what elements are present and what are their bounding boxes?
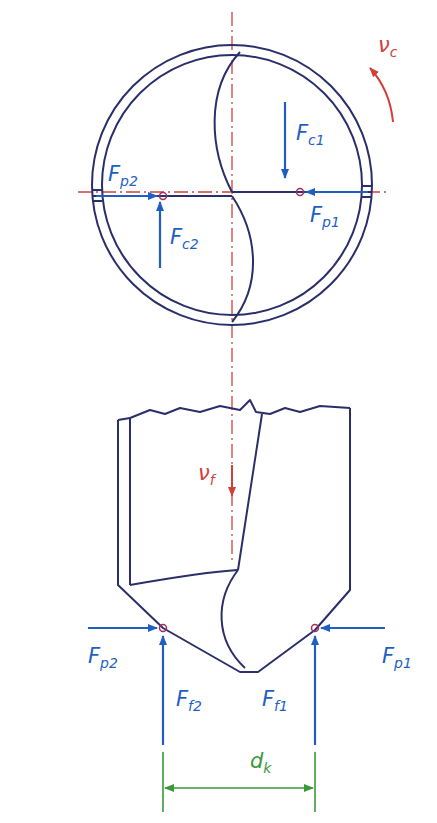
force-label: Fc1: [296, 122, 325, 148]
force-label: Fp1: [310, 204, 340, 230]
force-label: Ff1: [262, 688, 288, 714]
velocity-label: νc: [378, 34, 397, 60]
dimension-label: dk: [250, 750, 271, 776]
force-label: Fp2: [88, 645, 118, 671]
force-label: Fc2: [170, 226, 199, 252]
force-label: Fp1: [382, 645, 412, 671]
velocity-label: νf: [198, 462, 215, 488]
force-label: Ff2: [176, 688, 202, 714]
force-label: Fp2: [108, 163, 138, 189]
